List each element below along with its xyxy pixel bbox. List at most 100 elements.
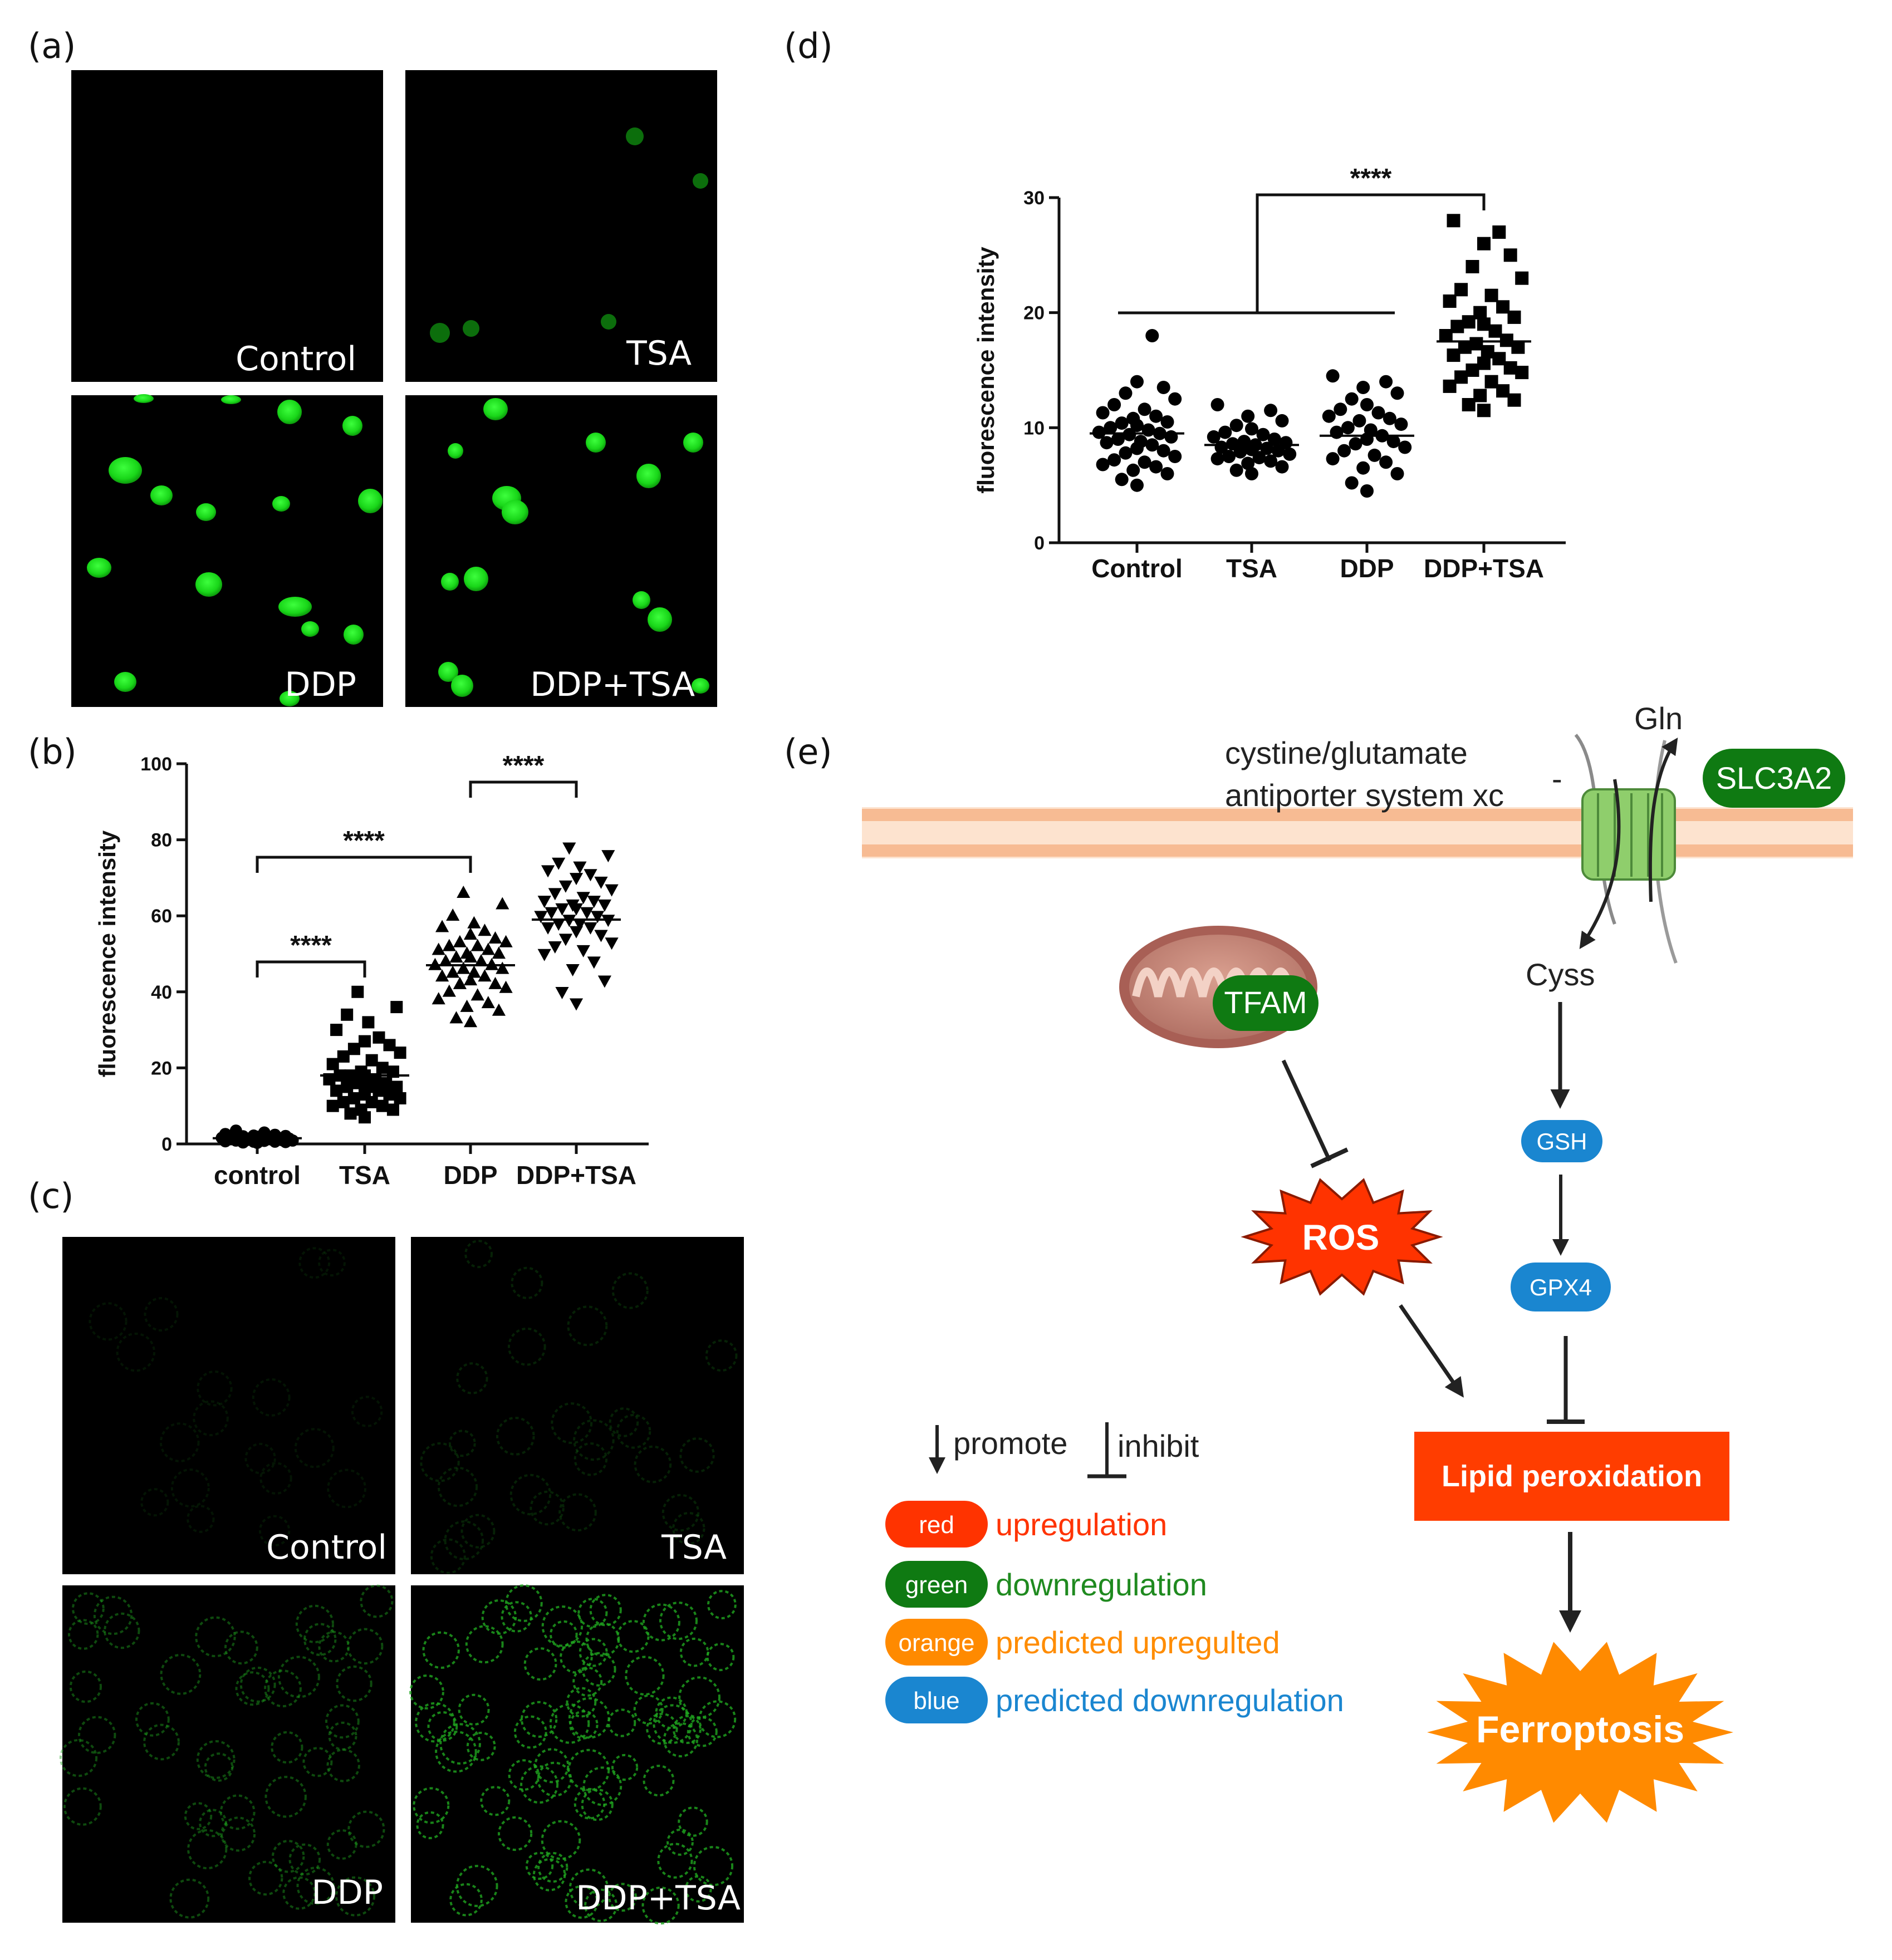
data-point [1130,478,1144,492]
y-tick-label: 20 [151,1058,172,1079]
data-point [1386,435,1400,449]
data-point [481,996,495,1009]
cell [325,1704,360,1739]
cell [496,1417,535,1456]
cell [220,1816,256,1852]
data-point [1450,320,1464,333]
data-point [470,939,484,951]
cell [684,1875,712,1903]
data-point [344,1107,357,1120]
data-point [1164,430,1178,444]
cell [466,1731,496,1761]
cell [508,1327,546,1366]
panel-a-micrographs: Control TSA DDP DDP+TSA [71,70,717,707]
cell [272,1840,305,1873]
cell [422,1631,460,1669]
lipid-peroxidation-box [1414,1432,1729,1521]
gsh-pill [1521,1120,1602,1162]
data-point [1503,361,1517,375]
data-point [1115,473,1129,487]
data-point [492,1003,506,1016]
cell [196,503,216,521]
cell [678,1806,708,1837]
data-point [1492,225,1506,239]
data-point [1379,375,1393,389]
data-point [474,954,488,966]
data-point [1334,402,1347,416]
y-tick-label: 0 [161,1134,172,1155]
data-point [330,1024,343,1037]
data-point [1168,450,1182,463]
tfam-inhibit-bar [1310,1147,1349,1168]
cell [221,395,241,404]
micrograph-c-label-tsa: TSA [661,1528,727,1567]
data-point [601,850,615,863]
data-point [286,1134,299,1147]
data-point [601,915,615,927]
panel-c-micrographs: Control TSA DDP DDP+TSA [59,1237,744,1925]
cell [439,1723,481,1765]
data-point [1465,363,1479,377]
cell [277,1656,320,1698]
cell [657,1843,693,1879]
cell [480,1786,511,1816]
cell [582,1766,623,1806]
data-point [1477,404,1491,417]
cell [525,1851,554,1880]
ros-label: ROS [1302,1217,1380,1257]
tfam-inhibit-line [1281,1059,1332,1162]
data-point [594,930,608,942]
cell [277,400,302,424]
gln-export-arrow [1648,738,1678,902]
data-point [449,950,463,963]
data-point [552,857,566,870]
micrograph-a-label-ddp: DDP [285,665,356,704]
cell [318,1630,350,1663]
cell [584,1888,618,1922]
data-point [1104,421,1117,435]
data-point [1352,414,1366,428]
micrograph-c-control [62,1237,395,1574]
legend-pill-red [885,1501,988,1548]
y-tick-label: 0 [1034,533,1045,554]
data-point [496,897,509,910]
ferroptosis-burst-icon [1427,1642,1733,1823]
cystine-import-arrow [1579,779,1621,949]
data-point [1267,433,1281,446]
data-point [1454,283,1468,297]
data-point [467,916,481,929]
cell [573,1419,615,1461]
data-point [1443,294,1457,308]
data-point [576,892,590,905]
data-point [481,942,495,955]
data-point [555,903,569,916]
data-point [470,988,484,1001]
legend-pill-label: red [919,1511,954,1539]
cell [456,1362,488,1394]
data-point [376,1099,389,1112]
cell [463,320,479,337]
antiporter-label-line2: antiporter system xc [1225,778,1504,813]
category-label: DDP [443,1161,497,1190]
data-point [1496,384,1510,398]
category-label: Control [1091,554,1183,583]
data-point [1126,463,1140,477]
cell [302,1747,333,1777]
data-point [541,922,555,935]
data-point [492,946,506,959]
cell [413,1787,450,1824]
cell [672,1715,702,1744]
data-point [478,969,492,982]
data-point [1138,455,1151,469]
data-point [1096,406,1110,420]
data-point [442,984,456,997]
cell [288,1843,321,1876]
data-point [1156,444,1170,458]
panel-label-e: (e) [784,731,832,772]
y-tick-label: 60 [151,906,172,927]
cell [318,1249,346,1277]
data-point [597,975,611,988]
tfam-label: TFAM [1224,985,1307,1020]
data-point [372,1031,385,1044]
